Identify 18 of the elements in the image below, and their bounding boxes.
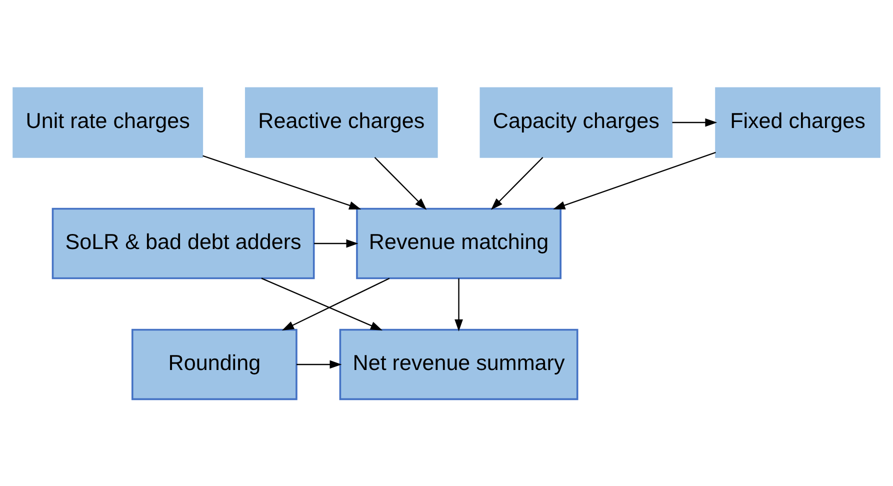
node-box: Unit rate charges	[12, 86, 204, 158]
arrow	[454, 278, 463, 331]
arrow	[296, 360, 342, 368]
node-box: Capacity charges	[480, 86, 673, 158]
node-box: Fixed charges	[715, 86, 880, 158]
node-box: SoLR & bad debt adders	[52, 207, 315, 279]
arrow	[202, 154, 362, 209]
arrow	[314, 238, 358, 248]
arrow	[672, 118, 718, 126]
node-box: Rounding	[131, 328, 298, 400]
arrow	[490, 156, 544, 210]
node-box: Reactive charges	[244, 86, 438, 158]
arrow	[374, 156, 427, 210]
node-box: Net revenue summary	[339, 328, 578, 400]
node-box: Revenue matching	[356, 207, 562, 279]
arrow	[282, 277, 390, 330]
arrow	[553, 151, 716, 209]
arrow	[261, 277, 383, 330]
